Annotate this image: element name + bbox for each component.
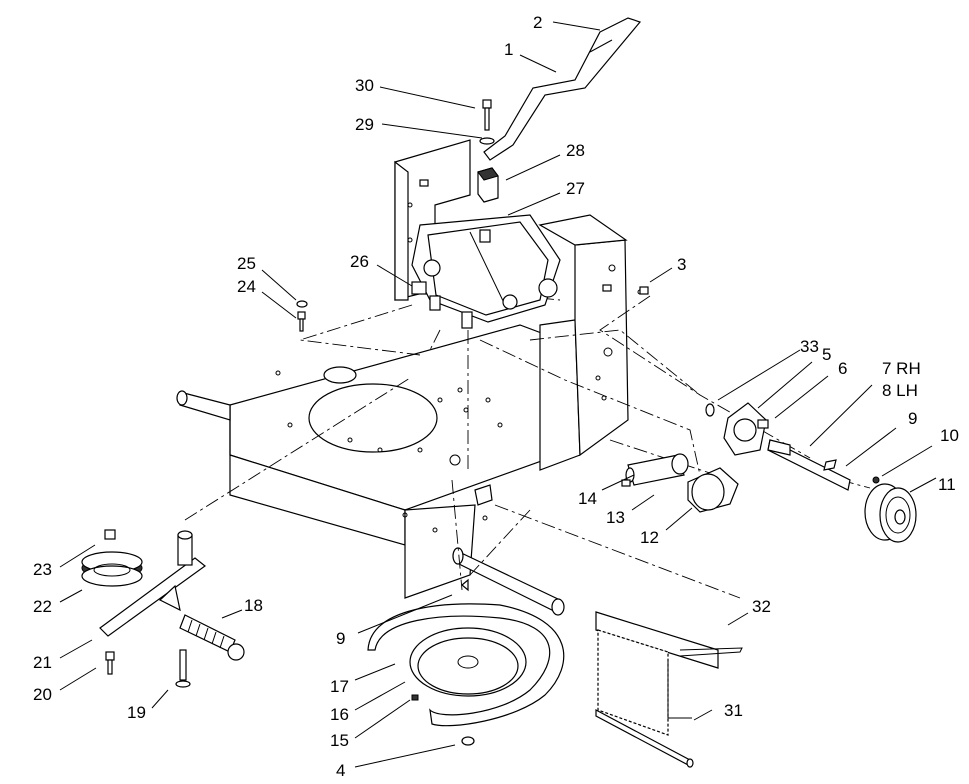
callout-32: 32	[752, 597, 771, 616]
callout-9-belt: 9	[336, 629, 345, 648]
callout-3: 3	[677, 255, 686, 274]
callout-26: 26	[350, 252, 369, 271]
bracket-31-32	[595, 611, 743, 768]
bolt-30	[479, 99, 495, 145]
bolt-24	[296, 300, 308, 332]
callout-11: 11	[938, 475, 956, 494]
callout-33: 33	[800, 337, 819, 356]
leader-lines	[59, 21, 937, 768]
callout-22: 22	[33, 597, 52, 616]
callout-4: 4	[336, 761, 345, 780]
callout-31: 31	[724, 701, 743, 720]
callout-28: 28	[566, 141, 585, 160]
nut-3	[639, 286, 649, 295]
callout-2: 2	[533, 13, 542, 32]
axle-assembly	[705, 402, 917, 543]
callout-8-lh: 8 LH	[882, 381, 918, 400]
callout-20: 20	[33, 685, 52, 704]
callout-21: 21	[33, 653, 52, 672]
callout-15: 15	[330, 731, 349, 750]
deck-frame	[176, 139, 643, 616]
callout-25: 25	[237, 254, 256, 273]
callout-14: 14	[578, 489, 597, 508]
callout-27: 27	[566, 179, 585, 198]
callout-30: 30	[355, 76, 374, 95]
transmission	[411, 214, 561, 329]
callout-17: 17	[330, 677, 349, 696]
callout-1: 1	[504, 40, 513, 59]
callout-23: 23	[33, 560, 52, 579]
callout-6: 6	[838, 359, 847, 378]
callout-13: 13	[606, 508, 625, 527]
callout-labels: 2 1 30 29 28 27 25 26 24 3 33 5 6 7 RH 8…	[33, 13, 959, 780]
shift-handle	[483, 17, 642, 161]
callout-12: 12	[640, 528, 659, 547]
block-28	[477, 167, 499, 203]
bearing-parts	[621, 453, 739, 513]
callout-5: 5	[822, 345, 831, 364]
callout-9-axle: 9	[908, 409, 917, 428]
callout-16: 16	[330, 705, 349, 724]
callout-10: 10	[940, 426, 959, 445]
callout-19: 19	[127, 703, 146, 722]
drive-belt	[367, 578, 565, 746]
callout-29: 29	[355, 115, 374, 134]
callout-18: 18	[244, 596, 263, 615]
callout-24: 24	[237, 277, 256, 296]
idler-assembly	[81, 529, 245, 688]
callout-7-rh: 7 RH	[882, 359, 921, 378]
